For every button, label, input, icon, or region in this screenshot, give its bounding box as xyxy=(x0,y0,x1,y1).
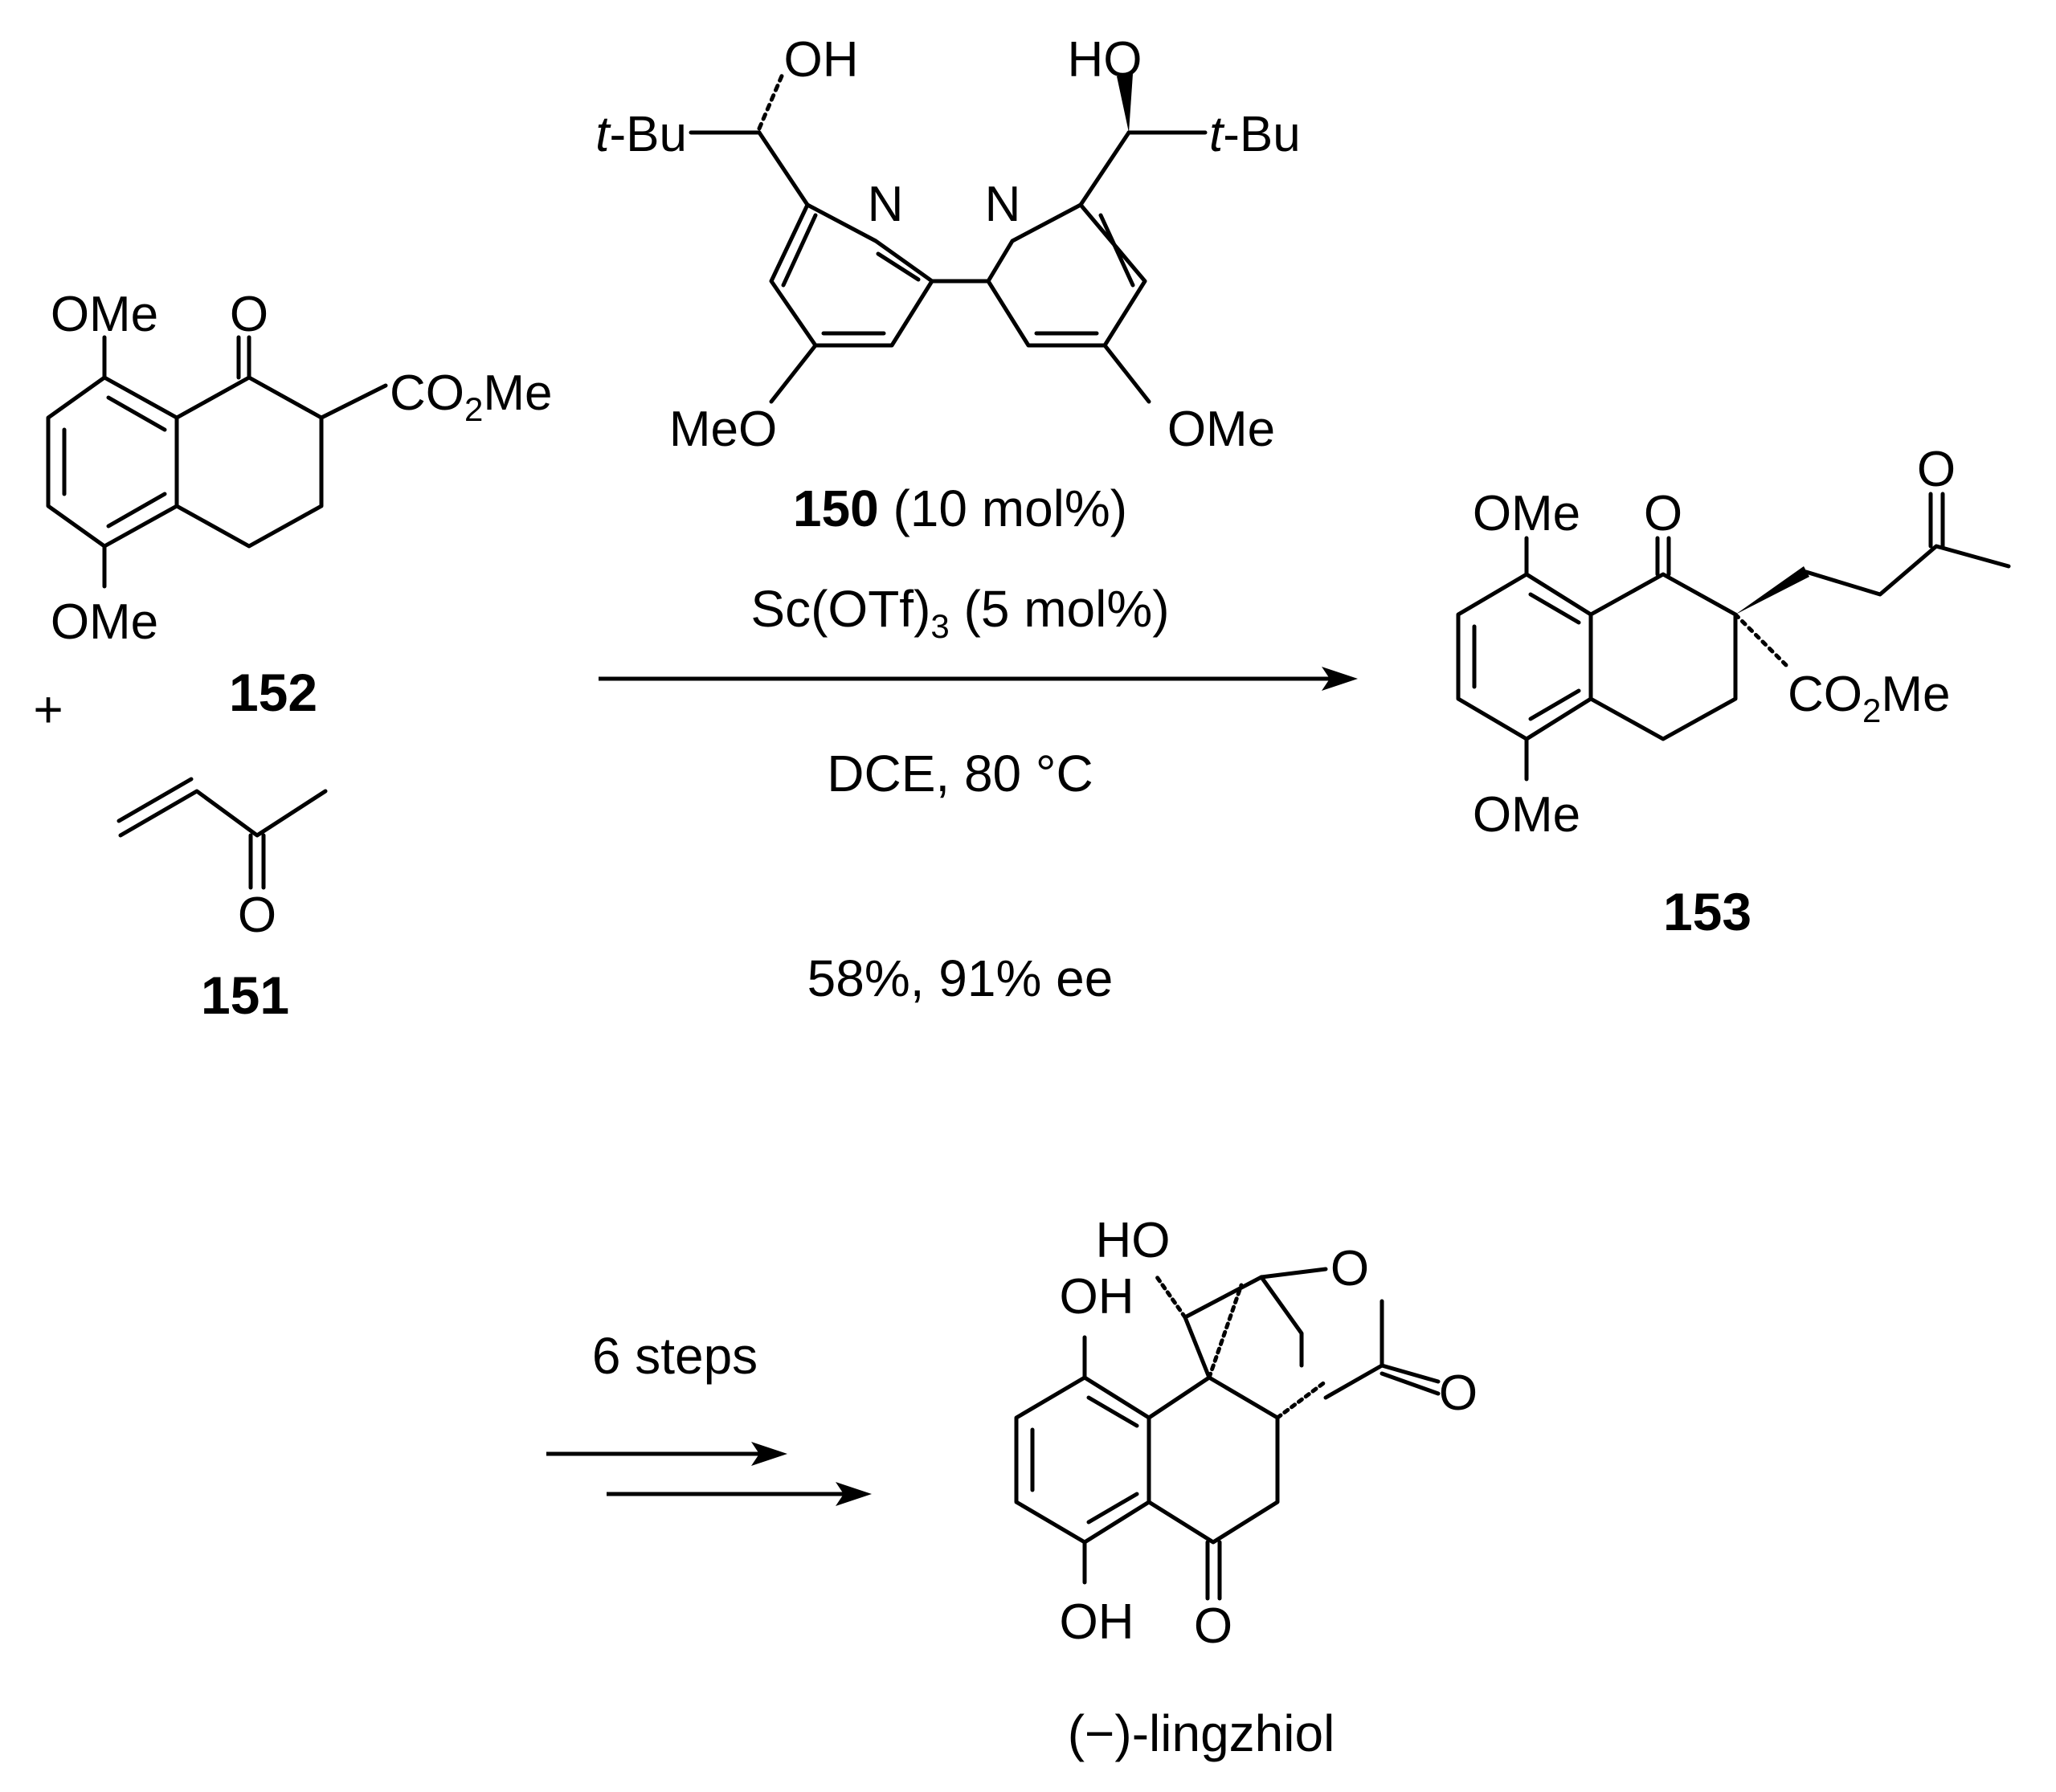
ome-bottom-label: OMe xyxy=(1473,787,1580,843)
ring-o-label: O xyxy=(1330,1241,1369,1296)
arrowhead xyxy=(1322,667,1358,691)
ome-right-label: OMe xyxy=(1167,402,1275,457)
six-steps-arrow: 6 steps xyxy=(546,1327,872,1506)
lewis-acid-line: Sc(OTf)3 (5 mol%) xyxy=(750,580,1169,645)
lewis-acid-a: Sc(OTf) xyxy=(750,580,930,638)
ester-me: Me xyxy=(483,365,552,421)
ho-right-label: HO xyxy=(1068,32,1142,88)
reaction-conditions: 150 (10 mol%) Sc(OTf)3 (5 mol%) DCE, 80 … xyxy=(599,480,1358,1007)
ome-top-label: OMe xyxy=(1473,486,1580,541)
tbu-right-t: t xyxy=(1209,107,1225,162)
compound-151: O 151 xyxy=(116,777,328,1025)
tbu-left-label: t-Bu xyxy=(595,107,687,162)
oh-left-label: OH xyxy=(784,32,859,88)
ketone-o-label: O xyxy=(1194,1598,1232,1654)
n-right-label: N xyxy=(985,177,1021,232)
ligand-150: OH t-Bu HO t-Bu N N MeO OMe xyxy=(595,32,1300,457)
meo-left-label: MeO xyxy=(669,402,777,457)
ome-top-label: OMe xyxy=(51,287,158,342)
ester-me: Me xyxy=(1881,667,1950,722)
lingzhiol-name: (−)-lingzhiol xyxy=(1068,1704,1335,1762)
compound-151-number: 151 xyxy=(201,965,289,1025)
oh-top-label: OH xyxy=(1060,1269,1134,1325)
catalyst-number: 150 xyxy=(793,480,879,537)
compound-152-number: 152 xyxy=(229,663,317,722)
ketone-o-label: O xyxy=(1644,486,1682,541)
ester-co: CO xyxy=(390,365,464,421)
tbu-left-rest: -Bu xyxy=(610,107,687,162)
side-chain-o-label: O xyxy=(1917,442,1956,497)
tbu-right-rest: -Bu xyxy=(1223,107,1300,162)
ketone-o-label: O xyxy=(230,287,268,342)
catalyst-line: 150 (10 mol%) xyxy=(793,480,1127,537)
compound-153: OMe O O CO2Me OMe 153 xyxy=(1456,442,2011,941)
lewis-acid-b: (5 mol%) xyxy=(950,580,1170,638)
ester-sub: 2 xyxy=(1862,692,1881,729)
oh-bottom-label: OH xyxy=(1060,1594,1134,1650)
ketone-o-label: O xyxy=(238,888,276,943)
catalyst-loading: (10 mol%) xyxy=(879,480,1127,537)
ome-bottom-label: OMe xyxy=(51,594,158,650)
tbu-right-label: t-Bu xyxy=(1209,107,1301,162)
compound-153-number: 153 xyxy=(1663,882,1751,941)
tbu-left-t: t xyxy=(595,107,611,162)
ester-co: CO xyxy=(1788,667,1862,722)
ester-label: CO2Me xyxy=(1788,667,1951,729)
steps-label: 6 steps xyxy=(592,1327,758,1385)
ester-label: CO2Me xyxy=(390,365,553,428)
yield-ee: 58%, 91% ee xyxy=(807,949,1114,1007)
ester-sub: 2 xyxy=(464,390,483,428)
plus-sign: + xyxy=(33,680,63,738)
solvent-temp: DCE, 80 °C xyxy=(827,745,1093,802)
lactone-o-label: O xyxy=(1439,1365,1478,1421)
n-left-label: N xyxy=(868,177,904,232)
compound-152: OMe O CO2Me OMe 152 xyxy=(46,287,553,722)
compound-lingzhiol: HO OH O O OH O (−)-lingzhiol xyxy=(1014,1213,1478,1762)
ho-label: HO xyxy=(1096,1213,1171,1268)
lewis-acid-sub: 3 xyxy=(930,607,949,645)
